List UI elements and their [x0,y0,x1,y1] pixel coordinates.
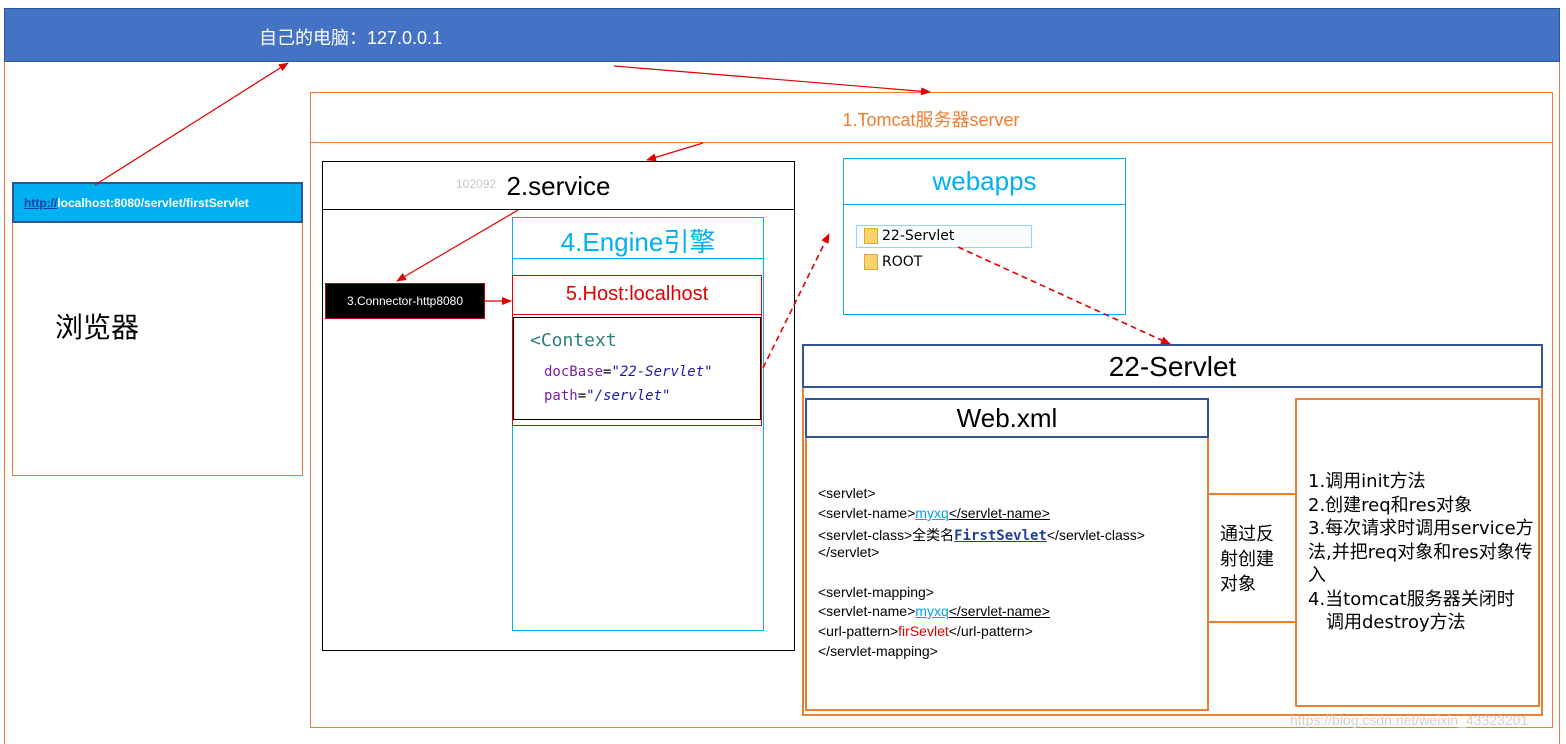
xml-tag: <servlet-name> [818,603,916,619]
xml-line-servlet-name: <servlet-name>myxq</servlet-name> [818,505,1050,521]
xml-tag: </servlet-name> [948,603,1050,619]
xml-tag: </servlet-name> [948,505,1050,521]
lifecycle-item: 1.调用init方法 [1308,471,1426,492]
top-bar [4,8,1560,62]
browser-label: 浏览器 [55,311,140,344]
xml-value: myxq [915,505,949,521]
service-title: 2.service [506,171,611,201]
folder-row-selected[interactable] [856,225,1032,248]
path-equals: = [577,388,587,404]
reflection-text: 通过反射创建对象 [1220,524,1274,595]
folder-22-servlet[interactable]: 22-Servlet [882,228,955,244]
xml-line-mapping-close: </servlet-mapping> [818,643,938,659]
xml-tag: </url-pattern> [948,623,1033,639]
xml-value: firSevlet [898,623,949,639]
url-scheme: http:// [24,196,58,210]
connector-box [325,283,485,319]
host-header [512,275,762,315]
tomcat-server-header [310,92,1553,143]
lifecycle-item: 调用destroy方法 [1326,612,1466,633]
path-attr-value: "/servlet" [586,388,671,404]
browser-url[interactable]: http://localhost:8080/servlet/firstServl… [24,196,249,210]
docbase-attr-name: docBase [544,364,604,380]
xml-tag: </servlet-class> [1046,527,1145,543]
xml-line-mapping-open: <servlet-mapping> [818,584,934,600]
connector-label: 3.Connector-http8080 [346,294,464,308]
lifecycle-item: 3.每次请求时调用service方法,并把req对象和res对象传入 [1308,518,1534,586]
context-path: path="/servlet" [544,388,670,404]
folder-root[interactable]: ROOT [882,254,923,270]
lifecycle-box [1295,398,1540,707]
xml-value: myxq [915,603,949,619]
lifecycle-item: 2.创建req和res对象 [1308,494,1473,516]
xml-value: FirstSevlet [954,528,1047,544]
browser-url-bar[interactable] [12,182,303,223]
xml-line-servlet-close: </servlet> [818,544,880,560]
lifecycle-item: 4.当tomcat服务器关闭时 [1308,588,1515,610]
context-docbase: docBase="22-Servlet" [544,364,713,380]
folder-icon [864,228,878,244]
docbase-equals: = [603,364,612,380]
context-box [513,317,761,420]
top-bar-title: 自己的电脑：127.0.0.1 [259,28,443,48]
host-title: 5.Host:localhost [565,283,709,305]
app-title: 22-Servlet [1108,351,1237,382]
xml-tag: <servlet-name> [818,505,916,521]
outer-frame [4,62,1560,744]
folder-icon [864,254,878,270]
context-tag: <Context [530,330,617,351]
webapps-title: webapps [932,166,1037,196]
lifecycle-list: 1.调用init方法 2.创建req和res对象 3.每次请求时调用servic… [1308,470,1536,635]
xml-line-mapping-name: <servlet-name>myxq</servlet-name> [818,603,1050,619]
url-rest: localhost:8080/servlet/firstServlet [57,196,249,210]
service-header [322,161,795,210]
engine-title: 4.Engine引擎 [560,227,716,257]
xml-tag: <url-pattern> [818,623,899,639]
watermark: https://blog.csdn.net/weixin_43323201 [1290,712,1529,728]
tomcat-server-title: 1.Tomcat服务器server [842,110,1020,130]
webxml-header [805,398,1209,438]
xml-line-servlet-open: <servlet> [818,485,876,501]
path-attr-name: path [544,388,578,404]
webxml-title: Web.xml [956,403,1058,433]
xml-tag: <servlet-class>全类名 [818,527,955,543]
service-watermark: 102092 [456,177,497,191]
docbase-attr-value: "22-Servlet" [611,364,713,380]
xml-line-url-pattern: <url-pattern>firSevlet</url-pattern> [818,623,1033,639]
webapps-header [843,158,1126,205]
reflection-box [1208,493,1296,623]
xml-line-servlet-class: <servlet-class>全类名FirstSevlet</servlet-c… [818,525,1145,545]
